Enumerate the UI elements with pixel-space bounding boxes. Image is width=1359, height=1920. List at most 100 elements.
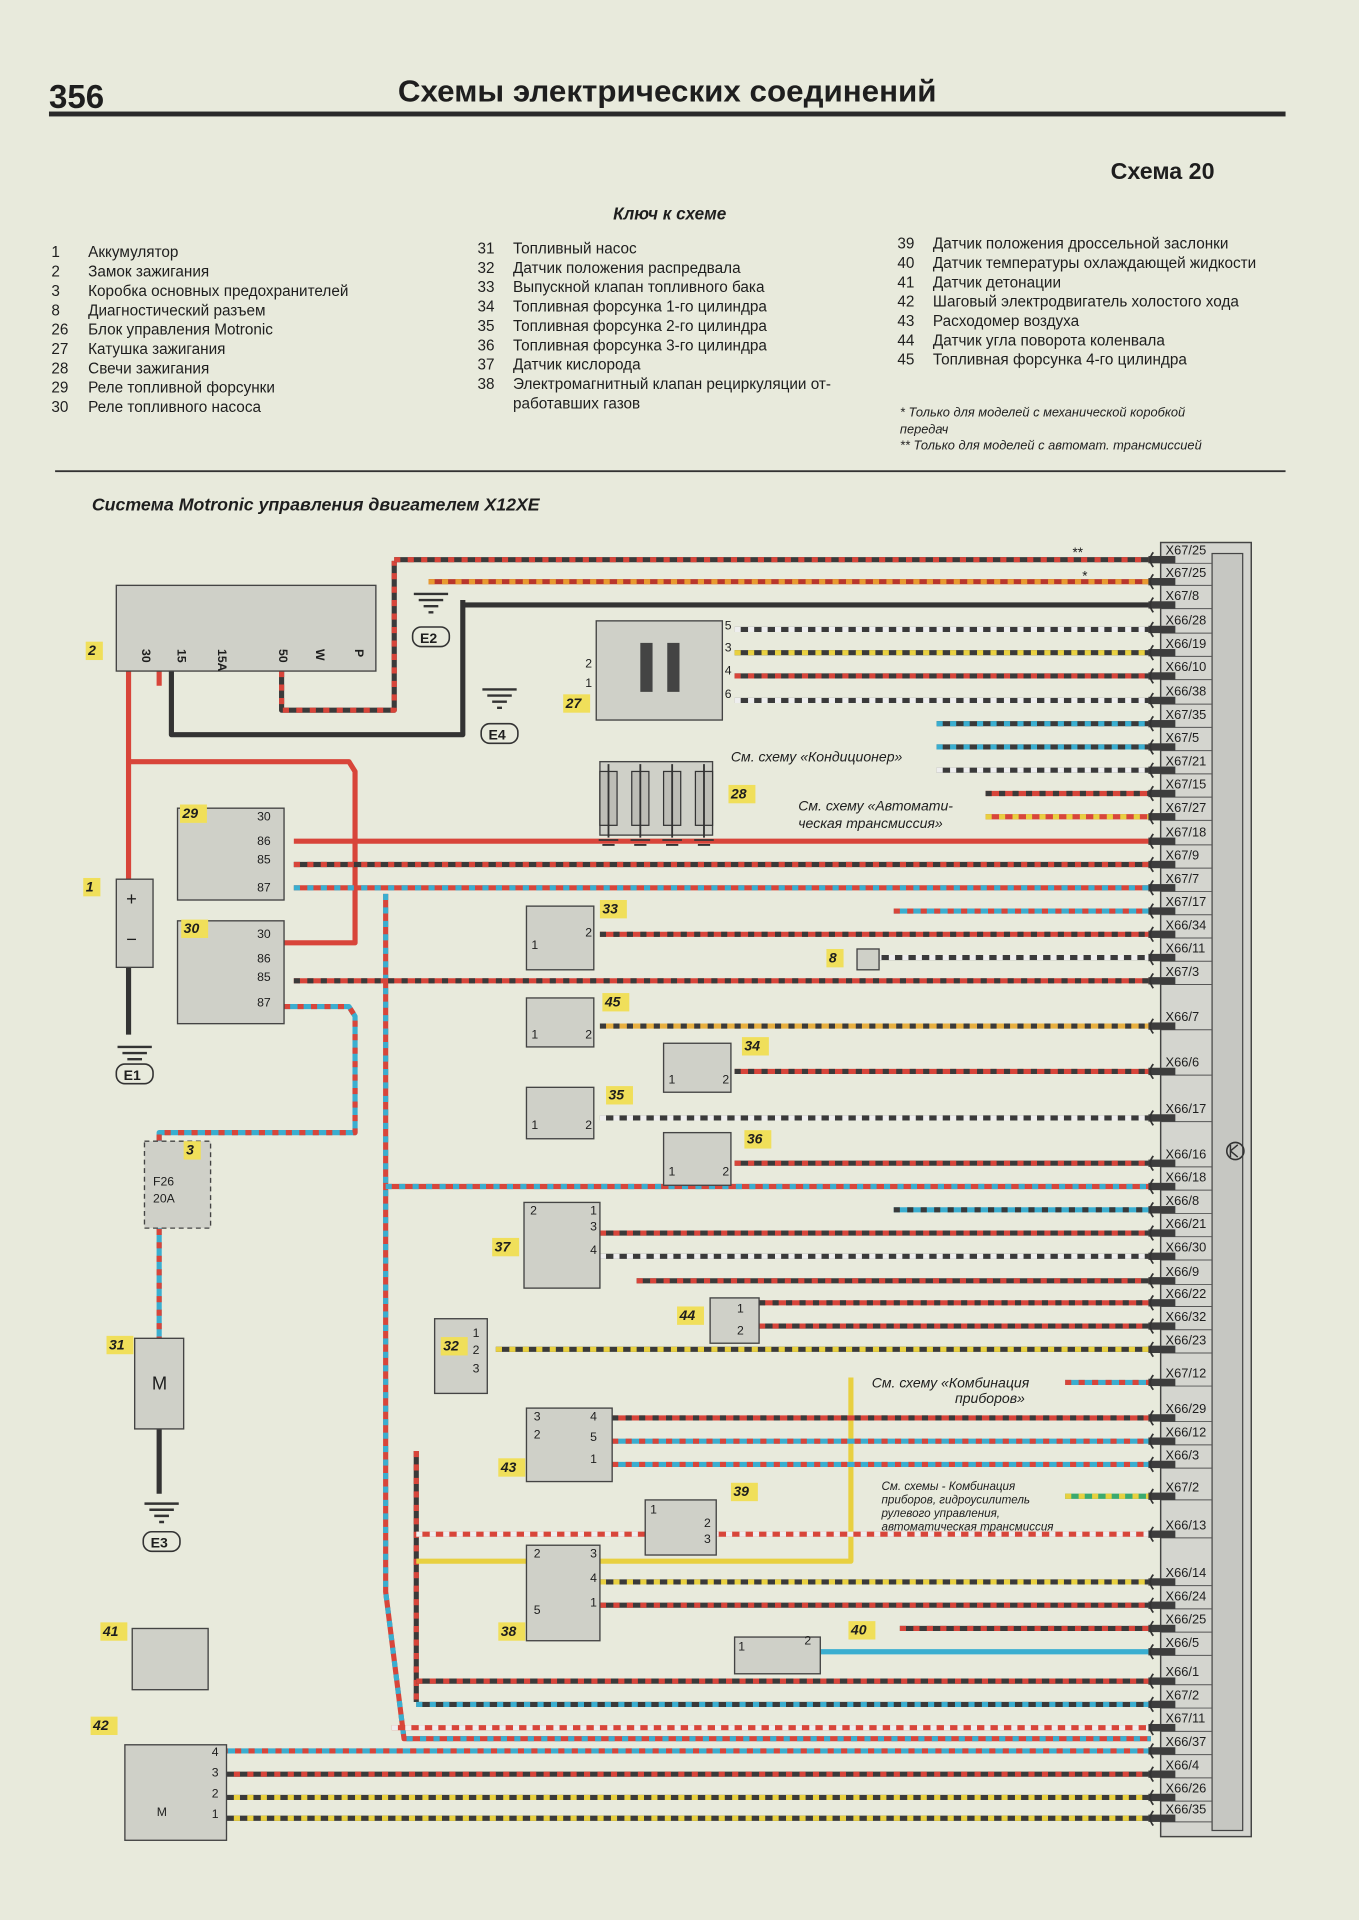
pin-terminal bbox=[1148, 578, 1176, 586]
legend-text: Датчик положения распредвала bbox=[513, 260, 741, 277]
ground-icon bbox=[117, 1045, 152, 1067]
pin-socket-icon bbox=[1149, 1526, 1154, 1543]
ecu-pin-label: X66/19 bbox=[1166, 636, 1207, 651]
component-pin-label: W bbox=[313, 649, 327, 661]
pin-terminal bbox=[1148, 907, 1176, 915]
pin-terminal bbox=[1148, 1277, 1176, 1285]
component-pin-label: 1 bbox=[212, 1807, 219, 1821]
ecu-pin-label: X67/25 bbox=[1166, 543, 1207, 558]
pin-socket-icon bbox=[1149, 1810, 1154, 1827]
component-body bbox=[525, 1407, 613, 1483]
pin-terminal bbox=[1148, 1601, 1176, 1609]
component-body bbox=[523, 1201, 601, 1289]
component-tag: 29 bbox=[181, 805, 198, 821]
pin-terminal bbox=[1148, 1793, 1176, 1802]
legend-number: 42 bbox=[897, 294, 914, 311]
ecu-pin-label: X66/37 bbox=[1166, 1734, 1207, 1749]
pin-terminal bbox=[1148, 1378, 1176, 1387]
component-pin-label: 4 bbox=[212, 1745, 219, 1759]
pin-socket-icon bbox=[1149, 739, 1154, 755]
pin-socket-icon bbox=[1149, 1272, 1154, 1289]
component-pin-label: 2 bbox=[585, 1027, 592, 1041]
pin-socket-icon bbox=[1149, 1063, 1154, 1080]
component-pin-label: F26 bbox=[153, 1174, 174, 1188]
component-body bbox=[709, 1297, 760, 1344]
pin-terminal bbox=[1148, 884, 1176, 892]
pin-terminal bbox=[1148, 813, 1176, 821]
pin-terminal bbox=[1148, 1723, 1176, 1732]
pin-terminal bbox=[1148, 696, 1176, 705]
pin-socket-icon bbox=[1149, 1673, 1154, 1690]
component-pin-label: 2 bbox=[737, 1324, 744, 1338]
legend-text: Коробка основных предохранителей bbox=[88, 283, 348, 300]
pin-terminal bbox=[1148, 953, 1176, 962]
component-tag-badge bbox=[492, 1237, 520, 1257]
ecu-pin-label: X67/15 bbox=[1166, 777, 1207, 792]
component-tag: 37 bbox=[495, 1238, 512, 1254]
ground-label: E1 bbox=[124, 1067, 141, 1083]
pin-socket-icon bbox=[1149, 1318, 1154, 1334]
component-pin-label: 2 bbox=[585, 926, 592, 940]
component-pin-label: 1 bbox=[590, 1204, 597, 1218]
pin-socket-icon bbox=[1149, 1410, 1154, 1426]
pin-terminal bbox=[1148, 1414, 1176, 1422]
component-tag-badge bbox=[106, 1335, 134, 1355]
component-pin-label: 30 bbox=[257, 809, 271, 823]
component-tag: 39 bbox=[733, 1483, 749, 1499]
component-pin-label: 20A bbox=[153, 1191, 176, 1205]
spark-plug-ground-icon bbox=[694, 764, 714, 846]
legend-number: 26 bbox=[51, 322, 68, 339]
component-tag-badge bbox=[83, 877, 101, 897]
ground-label-box bbox=[142, 1530, 181, 1553]
component-pin-label: 87 bbox=[257, 880, 271, 894]
pin-socket-icon bbox=[1149, 1018, 1154, 1035]
legend-text: Шаговый электродвигатель холостого хода bbox=[933, 294, 1239, 311]
pin-terminal bbox=[1148, 649, 1176, 657]
component-pin-label: 86 bbox=[257, 951, 271, 965]
ecu-pin-label: X66/35 bbox=[1166, 1801, 1207, 1816]
pin-terminal bbox=[1148, 672, 1176, 680]
ground-icon bbox=[413, 592, 449, 614]
ecu-pin-label: X66/13 bbox=[1166, 1517, 1207, 1532]
pin-socket-icon bbox=[1149, 1341, 1154, 1358]
ecu-pin-label: X67/27 bbox=[1166, 800, 1207, 815]
component-tag-badge bbox=[179, 804, 207, 823]
ecu-pin-label: X66/11 bbox=[1166, 941, 1206, 956]
ecu-pin-label: X66/1 bbox=[1166, 1664, 1200, 1679]
component-body bbox=[525, 1544, 601, 1642]
ecu-pin-label: X66/17 bbox=[1166, 1101, 1207, 1116]
component-pin-label: 2 bbox=[534, 1428, 541, 1442]
ground-label: E2 bbox=[420, 630, 437, 646]
ecu-pin-label: X67/17 bbox=[1166, 894, 1207, 909]
pin-socket-icon bbox=[1149, 621, 1154, 638]
component-body bbox=[662, 1042, 732, 1093]
ecu-pin-label: X67/25 bbox=[1166, 565, 1207, 580]
legend-number: 34 bbox=[477, 299, 495, 316]
component-body bbox=[644, 1499, 717, 1556]
ecu-pin-label: X66/28 bbox=[1166, 613, 1207, 628]
component-pin-label: 4 bbox=[590, 1571, 597, 1585]
pin-socket-icon bbox=[1149, 1696, 1154, 1713]
pin-terminal bbox=[1148, 1770, 1176, 1778]
component-pin-label: 3 bbox=[534, 1409, 541, 1423]
ecu-pin-label: X67/9 bbox=[1166, 848, 1200, 863]
component-pin-label: P bbox=[352, 649, 366, 657]
pin-socket-icon bbox=[1149, 1597, 1154, 1614]
page-title: Схемы электрических соединений bbox=[398, 75, 937, 109]
ecu-pin-label: X67/18 bbox=[1166, 824, 1207, 839]
pin-terminal bbox=[1148, 1206, 1176, 1214]
component-pin-label: 6 bbox=[725, 687, 732, 701]
component-body bbox=[176, 807, 285, 901]
component-pin-label: 1 bbox=[590, 1595, 597, 1609]
pin-terminal bbox=[1148, 1114, 1176, 1122]
component-body bbox=[525, 905, 595, 971]
pin-terminal bbox=[1148, 837, 1176, 845]
legend-text: Электромагнитный клапан рециркуляции от- bbox=[513, 376, 831, 393]
legend-number: 43 bbox=[897, 313, 914, 330]
